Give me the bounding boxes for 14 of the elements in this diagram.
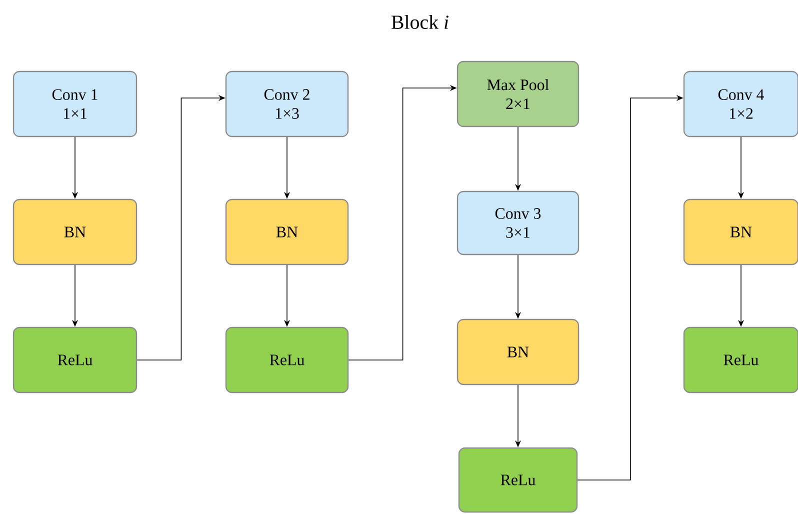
batch-norm-box: BN bbox=[456, 318, 580, 386]
conv-box: Conv 3 3×1 bbox=[456, 190, 580, 256]
batch-norm-box: BN bbox=[225, 198, 349, 266]
batch-norm-box: BN bbox=[683, 198, 798, 266]
conv-box: Conv 2 1×3 bbox=[225, 70, 349, 138]
activation-box: ReLu bbox=[458, 447, 578, 513]
conv-box: Conv 4 1×2 bbox=[683, 70, 798, 138]
activation-box: ReLu bbox=[683, 326, 798, 394]
title: Block i bbox=[392, 14, 448, 29]
conv-box: Conv 1 1×1 bbox=[12, 70, 138, 138]
batch-norm-box: BN bbox=[12, 198, 138, 266]
activation-box: ReLu bbox=[225, 326, 349, 394]
activation-box: ReLu bbox=[12, 326, 138, 394]
pooling-box: Max Pool 2×1 bbox=[456, 60, 580, 128]
